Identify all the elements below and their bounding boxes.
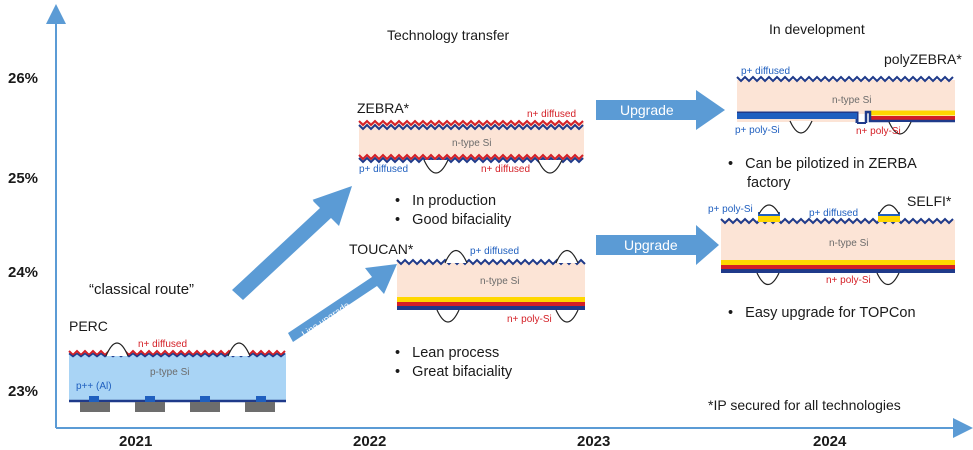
x-tick-2023: 2023	[577, 433, 611, 450]
selfi-bullet-1: • Easy upgrade for TOPCon	[728, 305, 916, 321]
zebra-cell	[358, 119, 584, 174]
toucan-front-label: p+ diffused	[470, 246, 520, 257]
polyzebra-rear-p-label: p+ poly-Si	[735, 125, 780, 136]
classical-route-label: “classical route”	[89, 281, 195, 298]
header-in-development: In development	[769, 21, 865, 37]
toucan-name: TOUCAN*	[349, 241, 414, 257]
selfi-cell	[720, 204, 955, 286]
upgrade-label-bottom: Upgrade	[624, 237, 678, 253]
polyzebra-bulk-label: n-type Si	[832, 95, 872, 106]
selfi-bulk-label: n-type Si	[829, 238, 869, 249]
selfi-front-p-label: p+ poly-Si	[708, 204, 753, 215]
x-tick-2022: 2022	[353, 433, 387, 450]
zebra-front-label: n+ diffused	[527, 109, 577, 120]
perc-cell	[68, 342, 286, 412]
perc-bulk-label: p-type Si	[150, 367, 190, 378]
upgrade-arrow-top	[596, 90, 725, 130]
polyzebra-rear-n-label: n+ poly-Si	[856, 126, 901, 137]
polyzebra-bullet-2: factory	[747, 175, 791, 191]
toucan-bullet-1: • Lean process	[395, 345, 500, 361]
x-tick-2024: 2024	[813, 433, 847, 450]
polyzebra-cell	[736, 75, 955, 135]
toucan-bulk-label: n-type Si	[480, 276, 520, 287]
line-upgrade-arrow	[288, 264, 397, 342]
zebra-bullet-1: • In production	[395, 193, 497, 209]
selfi-rear-label: n+ poly-Si	[826, 275, 871, 286]
header-technology-transfer: Technology transfer	[387, 27, 510, 43]
perc-name: PERC	[69, 318, 108, 334]
polyzebra-bullet-1: • Can be pilotized in ZERBA	[728, 156, 917, 172]
y-tick-26: 26%	[8, 70, 39, 87]
selfi-front-d-label: p+ diffused	[809, 208, 859, 219]
zebra-rear-n-label: n+ diffused	[481, 164, 531, 175]
zebra-name: ZEBRA*	[357, 100, 410, 116]
polyzebra-name: polyZEBRA*	[884, 51, 962, 67]
toucan-rear-label: n+ poly-Si	[507, 314, 552, 325]
y-tick-25: 25%	[8, 170, 39, 187]
footnote: *IP secured for all technologies	[708, 397, 901, 413]
technology-upgrade-arrow	[232, 186, 352, 300]
zebra-rear-p-label: p+ diffused	[359, 164, 409, 175]
y-tick-23: 23%	[8, 383, 39, 400]
polyzebra-front-label: p+ diffused	[741, 66, 791, 77]
y-tick-24: 24%	[8, 264, 39, 281]
toucan-bullet-2: • Great bifaciality	[395, 364, 513, 380]
zebra-bulk-label: n-type Si	[452, 138, 492, 149]
upgrade-label-top: Upgrade	[620, 102, 674, 118]
zebra-bullet-2: • Good bifaciality	[395, 212, 512, 228]
toucan-cell	[396, 249, 586, 323]
perc-front-label: n+ diffused	[138, 339, 188, 350]
selfi-name: SELFI*	[907, 193, 952, 209]
perc-rear-label: p++ (Al)	[76, 381, 112, 392]
upgrade-arrow-bottom	[596, 225, 719, 265]
x-tick-2021: 2021	[119, 433, 153, 450]
